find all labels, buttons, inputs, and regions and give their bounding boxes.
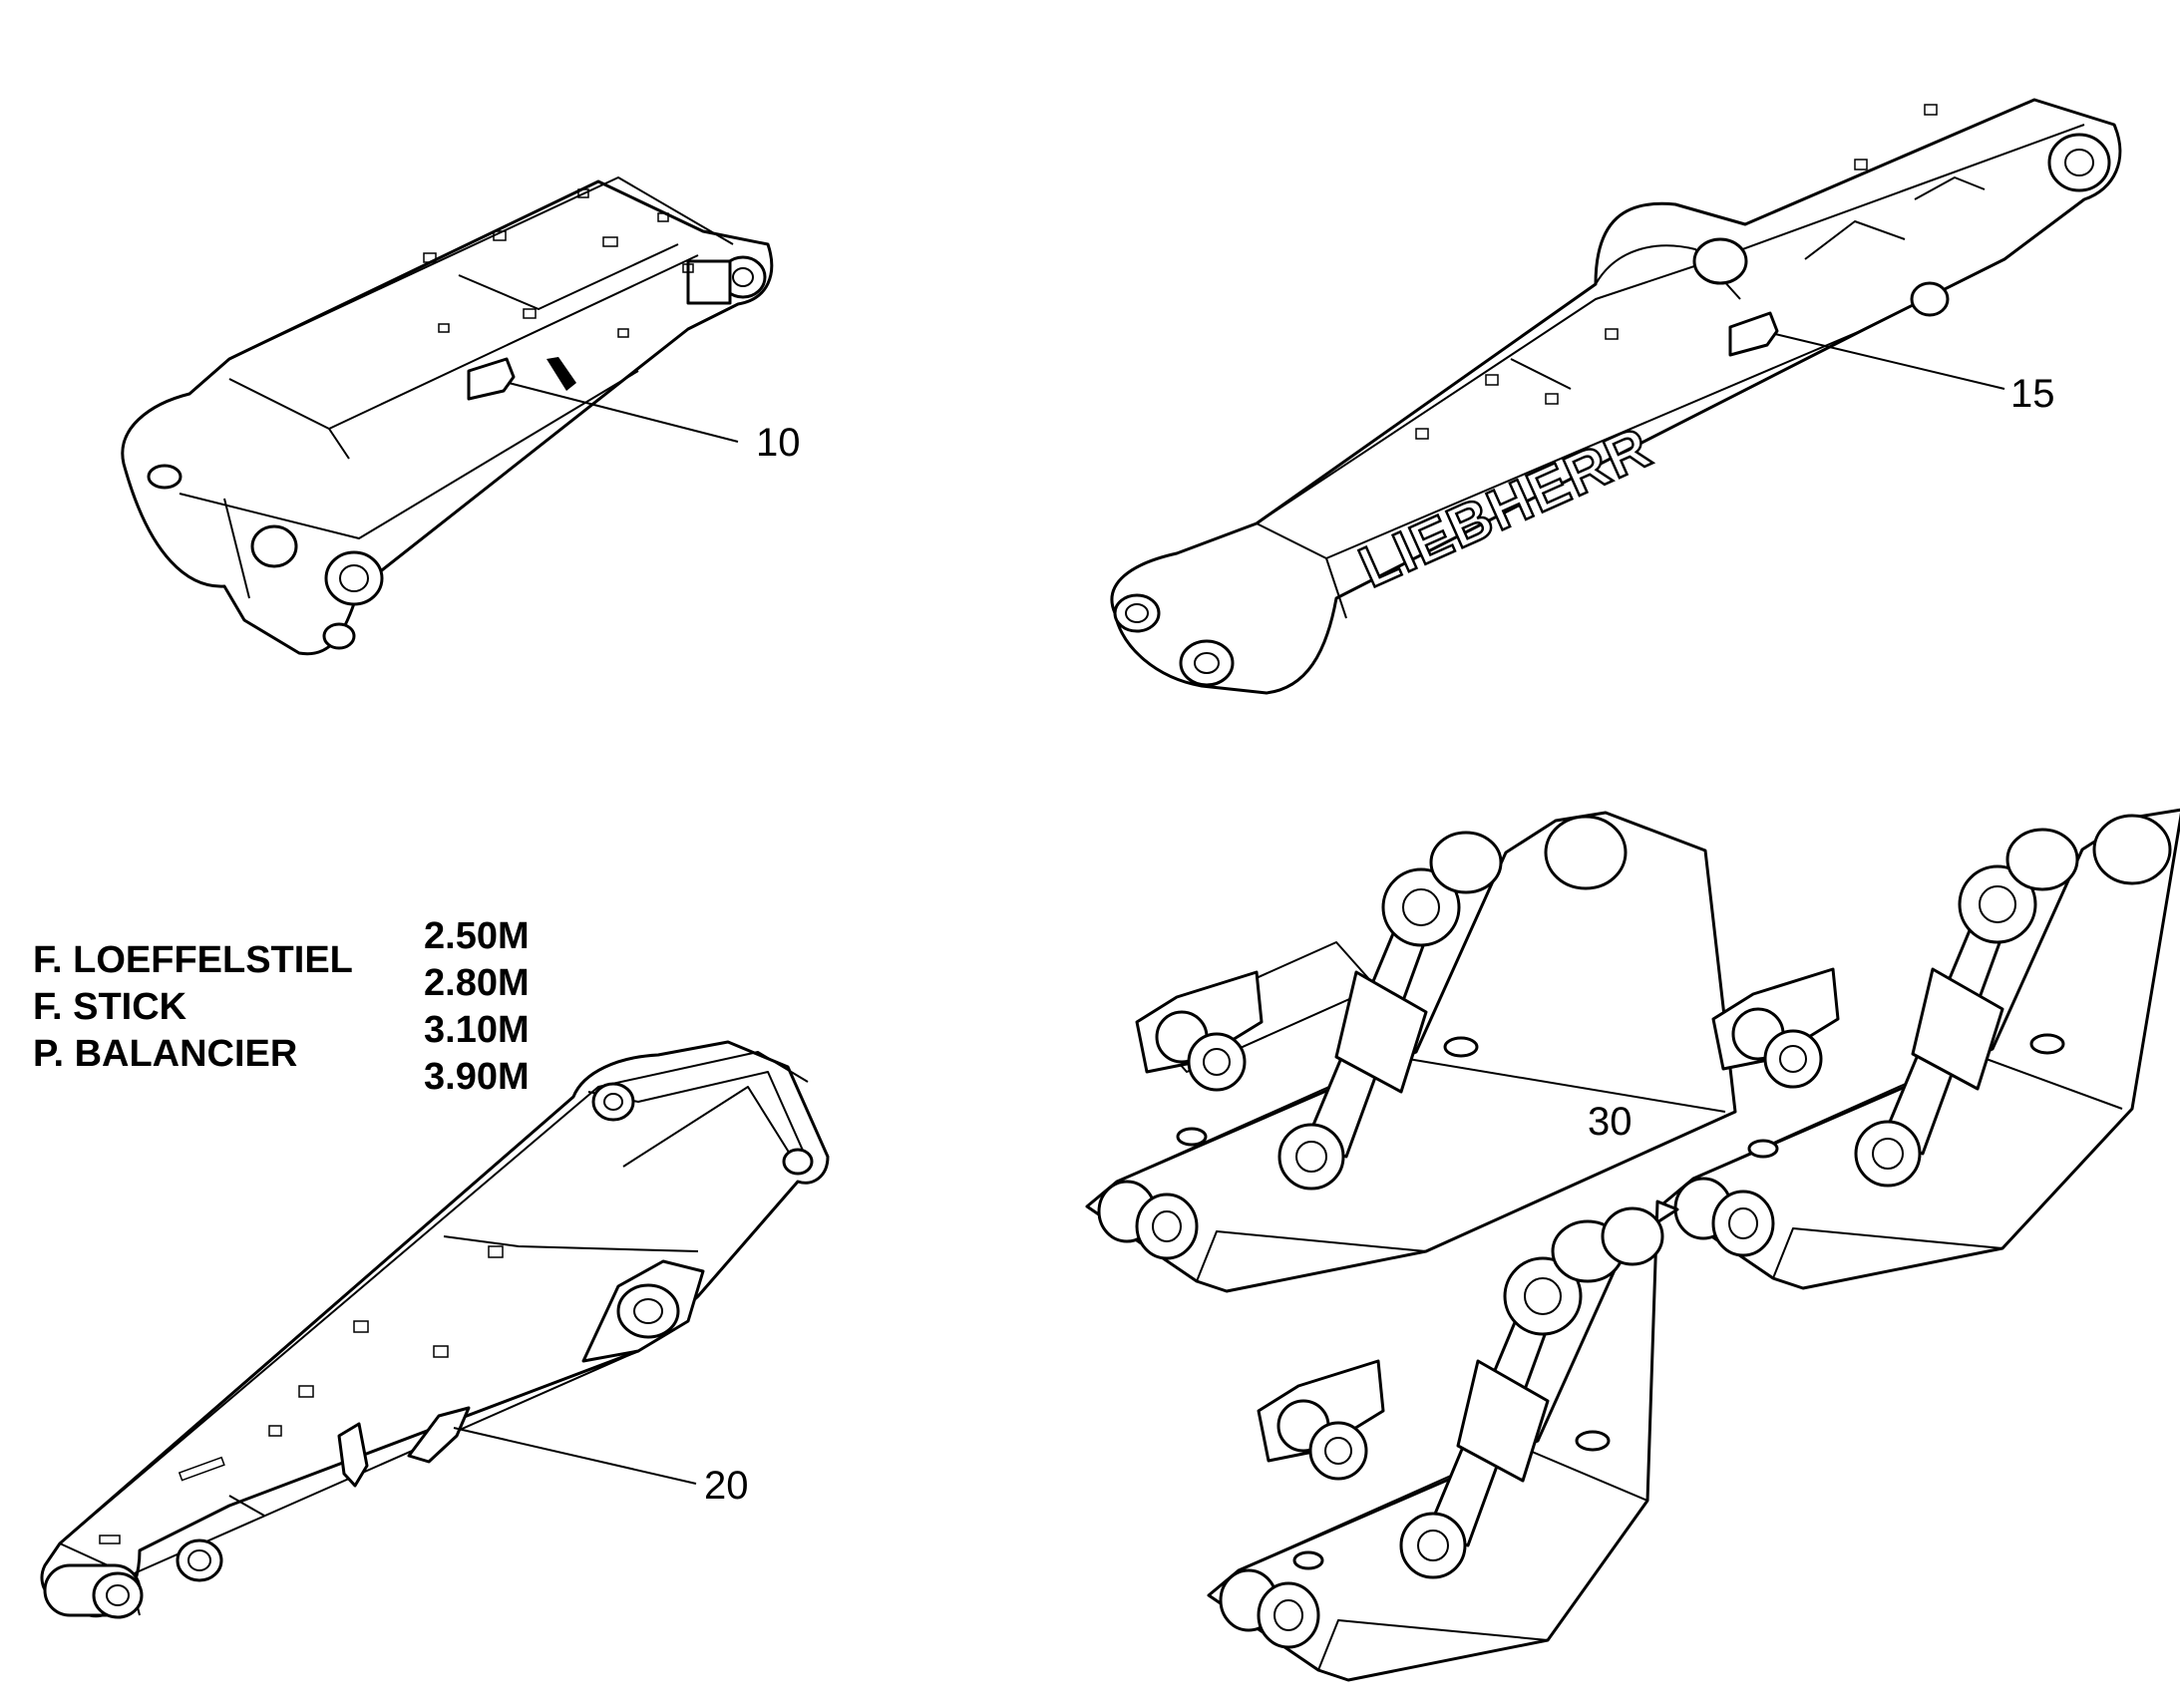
leader-20: [453, 1427, 697, 1485]
legend: F. LOEFFELSTIEL F. STICK P. BALANCIER 2.…: [33, 915, 530, 1098]
part-30-assembly-3: [1207, 1199, 1679, 1682]
rivet-dots: [423, 188, 694, 338]
length-2-80: 2.80M: [424, 962, 530, 1004]
callout-10: 10: [756, 421, 801, 465]
part-30-assembly-1: [1085, 811, 1737, 1293]
part-20-stick: 20: [40, 1040, 830, 1619]
leader-10: [508, 382, 739, 443]
legend-line-1: F. LOEFFELSTIEL: [33, 939, 353, 981]
callout-20: 20: [704, 1464, 749, 1508]
length-3-90: 3.90M: [424, 1056, 530, 1098]
length-3-10: 3.10M: [424, 1009, 530, 1051]
leader-15: [1774, 333, 2005, 390]
length-2-50: 2.50M: [424, 915, 530, 957]
part-10-stick: 10: [121, 176, 801, 656]
callout-30: 30: [1588, 1100, 1633, 1144]
legend-line-3: P. BALANCIER: [33, 1033, 297, 1075]
legend-line-2: F. STICK: [33, 986, 187, 1028]
part-15-stick: LIEBHERR 15: [1110, 98, 2122, 695]
callout-15: 15: [2010, 372, 2055, 416]
part-30-assembly-2: [1661, 808, 2180, 1290]
